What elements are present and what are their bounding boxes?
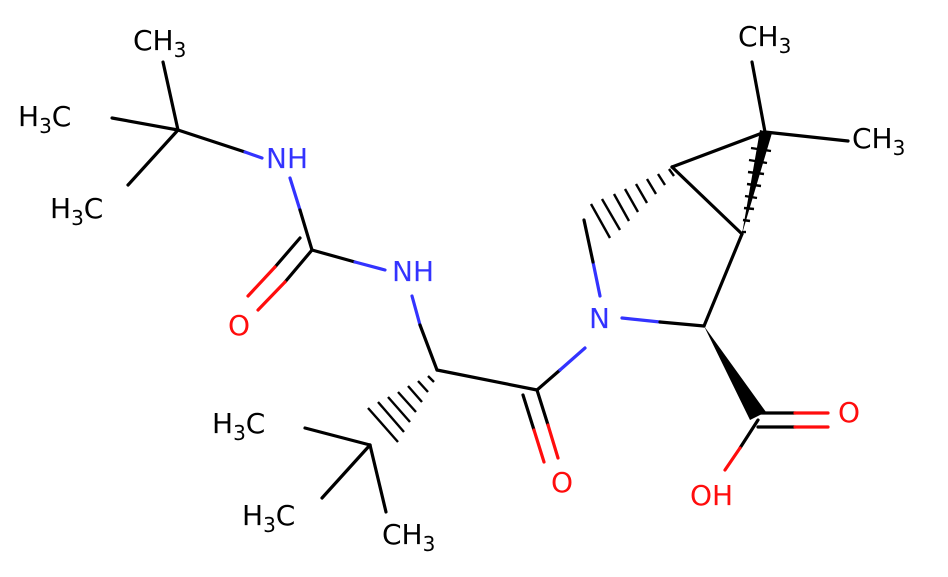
- bond-nh2-alpha-a: [410, 294, 422, 327]
- label-ch3-right: CH3: [852, 122, 905, 160]
- bond-carbonyl-nringb: [558, 346, 587, 372]
- label-ch3-tbu2-bottom: CH3: [382, 518, 435, 556]
- bond-tbu1-c-h3cmid: [110, 116, 180, 132]
- bond-carbonyl-o-2b: [532, 428, 546, 464]
- hash-c5-ch2: [589, 168, 675, 239]
- label-o-urea: O: [228, 309, 250, 342]
- bond-tbu2-ch3bottom: [368, 443, 388, 514]
- label-oh-acid: OH: [690, 479, 733, 512]
- bond-tbu1-c-ch3top: [161, 60, 180, 132]
- label-ch3-top-right: CH3: [738, 20, 791, 58]
- label-n-ring: N: [589, 302, 610, 335]
- bond-tbu2-h3clower: [320, 443, 372, 500]
- bond-tbu1-c-nh: [176, 128, 247, 154]
- bond-tbu2-h3cupper: [303, 426, 372, 447]
- bond-carbonyl-o-1: [535, 388, 550, 427]
- bond-ureac-o-1: [283, 248, 314, 284]
- bond-nring-ch2-a: [591, 260, 602, 298]
- label-o-amide: O: [551, 466, 573, 499]
- bond-nring-ch2-b: [582, 218, 595, 264]
- label-nh-urea: NH: [266, 142, 308, 175]
- bond-c6-ch3top: [750, 60, 767, 134]
- bond-cooh-c-ohb: [723, 446, 742, 472]
- bond-c1-c5: [670, 165, 744, 236]
- hash-c6-c5: [742, 146, 772, 234]
- bond-nh-ureac-b: [298, 208, 314, 252]
- hash-alpha-tbu2: [367, 375, 435, 443]
- label-h3c-low-left: H3C: [50, 192, 103, 230]
- label-ch3-top-left: CH3: [133, 24, 186, 62]
- bond-ureac-o-2b: [246, 265, 277, 298]
- label-nh-amide: NH: [392, 255, 434, 288]
- bond-carbonyl-nring: [535, 368, 562, 392]
- bond-ureac-nh2b: [353, 260, 387, 272]
- bond-nh2-alpha-b: [418, 323, 439, 372]
- bond-c6-ch3right: [763, 130, 850, 143]
- bond-c5-c6: [670, 130, 767, 169]
- bond-carbonyl-o-2: [521, 393, 536, 432]
- bond-nh-ureac-a: [288, 176, 302, 212]
- label-h3c-mid-left: H3C: [18, 100, 71, 138]
- bond-tbu1-c-h3clow: [126, 128, 180, 187]
- bond-cooh-c-oh: [738, 418, 760, 450]
- label-o-acid: O: [838, 396, 860, 429]
- bond-ureac-o-1b: [256, 280, 287, 312]
- bond-alpha-carbonyl: [435, 368, 539, 392]
- label-h3c-tbu2-upper: H3C: [212, 407, 265, 445]
- bond-ureac-o-2: [273, 236, 302, 269]
- wedge-c2-cooh: [704, 326, 766, 420]
- bond-nring-c2-b: [658, 320, 706, 328]
- bond-ureac-nh2: [310, 248, 357, 264]
- bond-nh-half: [243, 150, 264, 160]
- wedge-c6-c1: [742, 130, 772, 234]
- atom-labels: CH3 H3C H3C NH NH O H3C H3C CH3 O N: [18, 20, 905, 556]
- bonds: [110, 60, 850, 514]
- bond-carbonyl-o-1b: [546, 423, 560, 460]
- bond-c2-c1: [702, 232, 744, 328]
- bond-nring-c2-a: [620, 316, 662, 324]
- label-h3c-tbu2-lower: H3C: [242, 499, 295, 537]
